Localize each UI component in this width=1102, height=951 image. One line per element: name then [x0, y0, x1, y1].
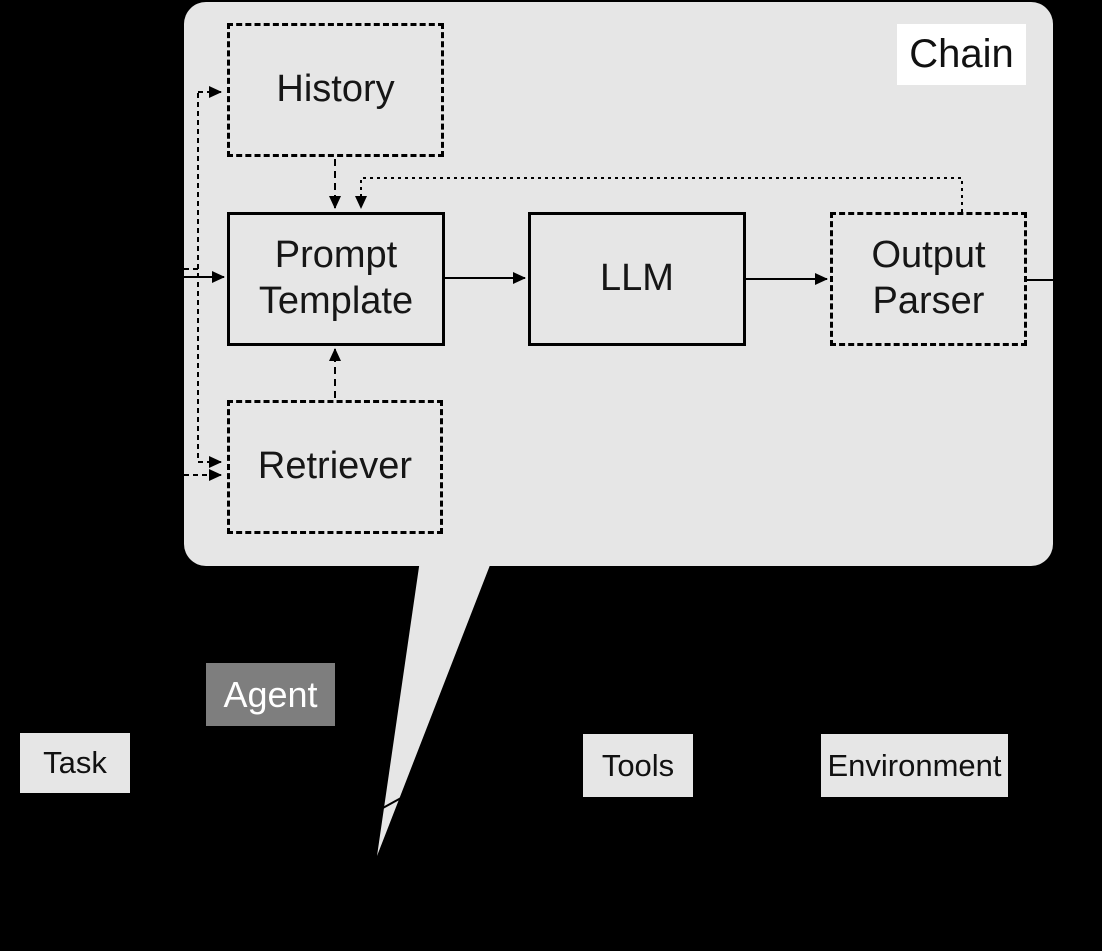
node-output-parser-label-line1: Output: [871, 234, 986, 277]
bubble-tail: [377, 560, 492, 856]
node-retriever-label: Retriever: [257, 445, 413, 488]
node-history: History: [227, 23, 444, 157]
agent-label: Agent: [223, 673, 318, 715]
node-llm: LLM: [528, 212, 746, 346]
chain-title-badge: Chain: [897, 24, 1026, 85]
node-prompt-template-label-line2: Template: [258, 280, 414, 322]
tools-box: Tools: [583, 734, 693, 797]
chain-bubble: [184, 2, 1053, 566]
node-prompt-template: Prompt Template: [227, 212, 445, 346]
environment-box: Environment: [821, 734, 1008, 797]
node-llm-label: LLM: [600, 257, 674, 300]
tools-label: Tools: [601, 747, 675, 783]
task-label: Task: [43, 745, 107, 780]
node-retriever: Retriever: [227, 400, 443, 534]
node-output-parser-label-line2: Parser: [872, 280, 985, 322]
environment-label: Environment: [827, 747, 1002, 783]
node-output-parser: Output Parser: [830, 212, 1027, 346]
crossing-line-through-tail: [380, 797, 402, 810]
agent-box: Agent: [206, 663, 335, 726]
node-prompt-template-label-line1: Prompt: [274, 234, 398, 277]
task-box: Task: [20, 733, 130, 793]
chain-title: Chain: [909, 32, 1014, 76]
node-history-label: History: [276, 68, 395, 111]
